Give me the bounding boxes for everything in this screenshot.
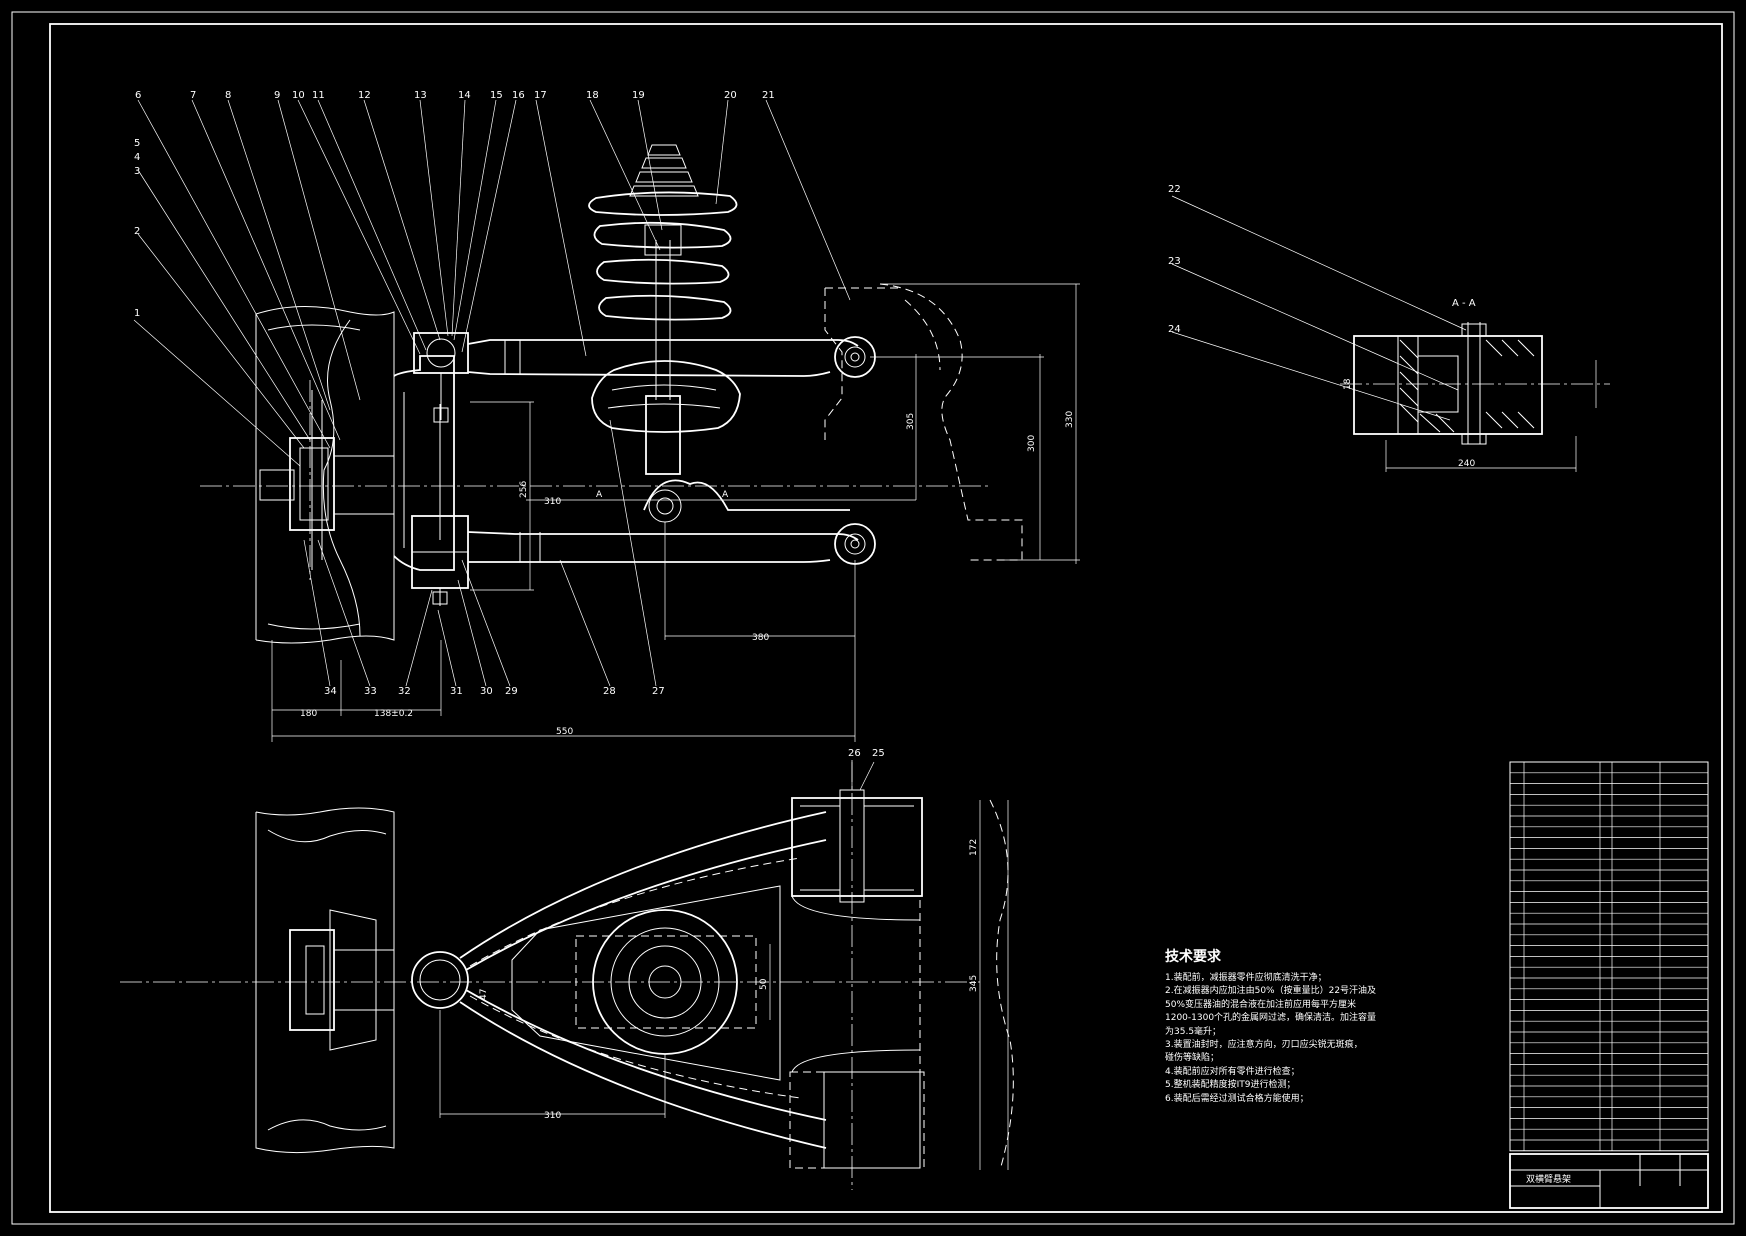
tech-title: 技术要求 [1165, 949, 1221, 965]
part-label-29: 29 [505, 686, 518, 697]
part-label-28: 28 [603, 686, 616, 697]
section-title: A - A [1452, 298, 1476, 309]
drawing-title: 双横臂悬架 [1526, 1173, 1571, 1185]
parts-list [1509, 761, 1709, 1152]
dim-front-380: 380 [752, 633, 769, 643]
inner-frame [49, 23, 1723, 1213]
tech-line-10: 6.装配后需经过测试合格方能使用； [1165, 1093, 1309, 1104]
dim-top-310: 310 [544, 1111, 561, 1121]
part-label-4: 4 [134, 152, 140, 163]
front-view: 180 138±0.2 550 310 380 305 300 330 256 … [133, 90, 1080, 742]
tech-line-1: 1.装配前，减振器零件应彻底清洗干净； [1165, 973, 1327, 983]
dim-front-256: 256 [519, 481, 529, 498]
dim-front-310: 310 [544, 497, 561, 507]
part-label-17: 17 [534, 90, 547, 101]
section-mark-left: A [596, 490, 603, 500]
tech-line-4: 1200-1300个孔的金属网过滤，确保清洁。加注容量 [1165, 1013, 1377, 1024]
part-label-23: 23 [1168, 256, 1181, 267]
dim-top-172: 172 [969, 839, 979, 856]
part-label-10: 10 [292, 90, 305, 101]
part-label-2: 2 [134, 226, 140, 237]
part-label-25: 25 [872, 748, 885, 759]
dim-section-240: 240 [1458, 459, 1475, 469]
part-label-26: 26 [848, 748, 861, 759]
part-label-20: 20 [724, 90, 737, 101]
part-label-19: 19 [632, 90, 645, 101]
part-label-1: 1 [134, 308, 140, 319]
technical-requirements: 技术要求 1.装配前，减振器零件应彻底清洗干净； 2.在减振器内应加注由50%（… [1165, 946, 1425, 1106]
part-label-9: 9 [274, 90, 280, 101]
part-label-13: 13 [414, 90, 427, 101]
dim-front-305: 305 [906, 413, 916, 430]
part-label-11: 11 [312, 90, 325, 101]
dim-front-300: 300 [1027, 435, 1037, 452]
part-label-24: 24 [1168, 324, 1181, 335]
tech-line-9: 5.整机装配精度按IT9进行检测； [1165, 1080, 1296, 1091]
part-label-6: 6 [135, 90, 141, 101]
part-label-14: 14 [458, 90, 471, 101]
part-label-12: 12 [358, 90, 371, 101]
part-label-16: 16 [512, 90, 525, 101]
tech-line-6: 3.装置油封时，应注意方向，刃口应尖锐无斑痕， [1165, 1040, 1363, 1051]
part-label-18: 18 [586, 90, 599, 101]
part-label-15: 15 [490, 90, 503, 101]
part-label-21: 21 [762, 90, 775, 101]
tech-line-7: 碰伤等缺陷； [1165, 1053, 1220, 1064]
part-label-3: 3 [134, 166, 140, 177]
tech-line-2: 2.在减振器内应加注由50%（按重量比）22号汗油及 [1165, 986, 1377, 997]
tech-line-8: 4.装配前应对所有零件进行检查； [1165, 1066, 1300, 1077]
tech-line-5: 为35.5毫升； [1165, 1026, 1222, 1037]
tech-line-3: 50%变压器油的混合液在加注前应用每平方厘米 [1165, 999, 1357, 1010]
section-mark-right: A [722, 490, 729, 500]
part-label-31: 31 [450, 686, 463, 697]
part-label-32: 32 [398, 686, 411, 697]
part-label-30: 30 [480, 686, 493, 697]
dim-section-18: 18 [1343, 378, 1353, 390]
part-label-8: 8 [225, 90, 231, 101]
top-view: 310 345 172 50 47 26 25 [120, 748, 1014, 1190]
part-label-33: 33 [364, 686, 377, 697]
outer-frame [11, 11, 1735, 1225]
dim-front-180: 180 [300, 709, 317, 719]
dim-front-550: 550 [556, 727, 573, 737]
part-label-34: 34 [324, 686, 337, 697]
dim-top-345: 345 [969, 975, 979, 992]
dim-front-330: 330 [1065, 411, 1075, 428]
part-label-22: 22 [1168, 184, 1181, 195]
title-block: 双横臂悬架 [1509, 1153, 1709, 1209]
section-a-a: A - A 240 18 22 23 24 [1168, 184, 1610, 472]
part-label-5: 5 [134, 138, 140, 149]
part-label-27: 27 [652, 686, 665, 697]
part-label-7: 7 [190, 90, 196, 101]
dim-front-138: 138±0.2 [374, 709, 413, 719]
dim-top-47: 47 [479, 989, 489, 1000]
dim-top-50: 50 [759, 978, 769, 990]
